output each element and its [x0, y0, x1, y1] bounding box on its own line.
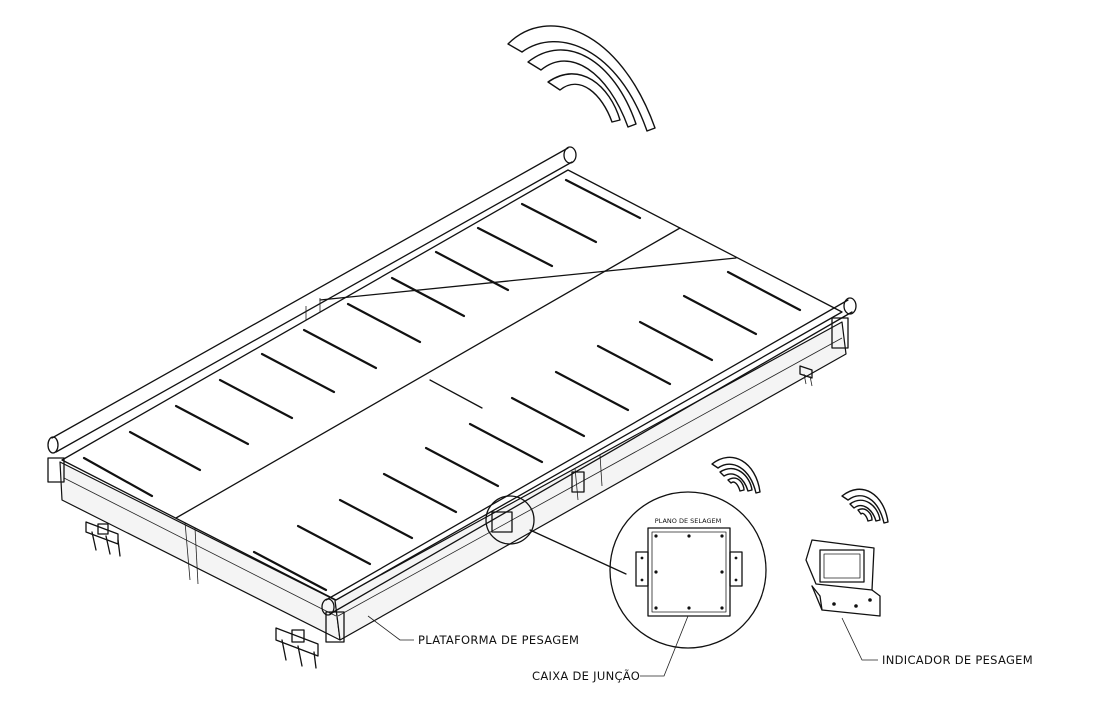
platform-label: PLATAFORMA DE PESAGEM — [418, 633, 579, 647]
foot-right — [799, 365, 813, 387]
wireless-signal-icon-junction — [711, 456, 761, 494]
junction-box-detail: PLANO DE SELAGEM — [609, 491, 767, 649]
weighing-platform — [47, 146, 857, 669]
seal-plane-label: PLANO DE SELAGEM — [655, 517, 721, 525]
wireless-signal-icon-large — [507, 25, 656, 132]
weighing-indicator — [805, 539, 881, 617]
foot-front — [275, 627, 319, 669]
callout-leaders — [367, 615, 878, 677]
indicator-label: INDICADOR DE PESAGEM — [882, 653, 1033, 667]
wireless-signal-icon-indicator — [841, 488, 889, 524]
junction-box-label: CAIXA DE JUNÇÃO — [532, 668, 640, 683]
foot-left — [85, 521, 121, 557]
